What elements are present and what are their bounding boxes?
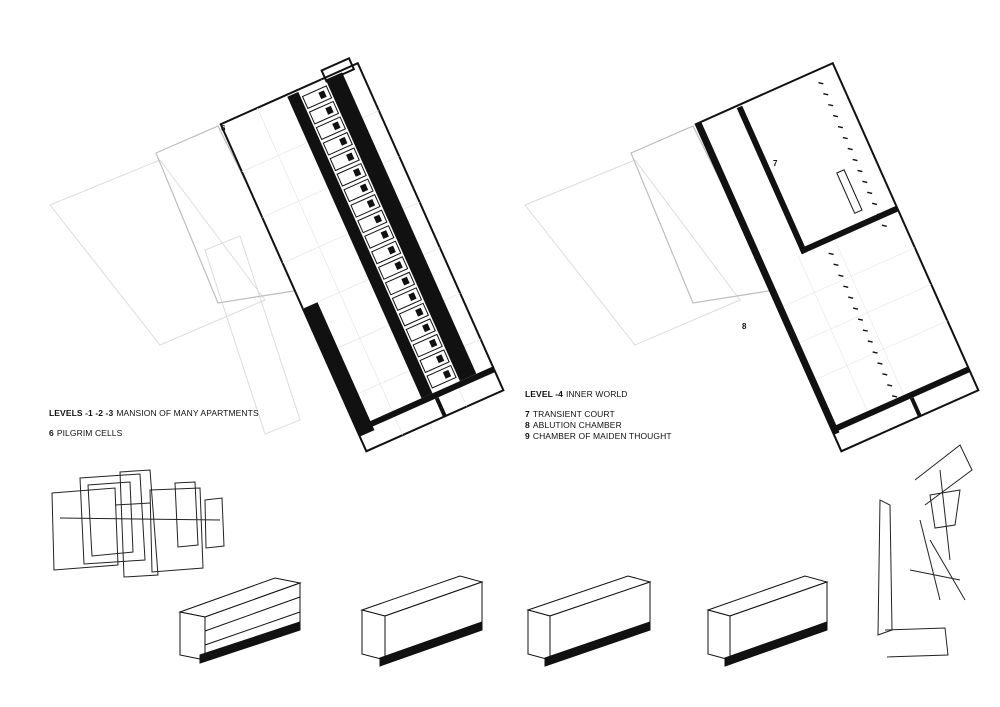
rhythm-mark [828, 103, 834, 107]
legend-item-text: PILGRIM CELLS [56, 428, 123, 438]
cell-bed [352, 167, 362, 177]
axonometric-block-3 [526, 575, 652, 667]
legend-title-text: MANSION OF MANY APARTMENTS [116, 408, 259, 418]
legend-title-code: LEVELS -1 -2 -3 [49, 408, 114, 418]
rhythm-mark [857, 318, 864, 321]
rhythm-mark [843, 285, 849, 288]
pilgrim-cells [301, 85, 457, 389]
cell-bed [415, 307, 424, 317]
cell-bed [332, 121, 341, 131]
cell-bed [380, 230, 389, 239]
cell-bed [435, 354, 445, 364]
rhythm-mark [818, 82, 824, 85]
cell-bed [359, 183, 369, 193]
cell-bed [387, 245, 396, 255]
rhythm-mark [837, 125, 844, 129]
plan-level-4: 7 8 [524, 61, 980, 453]
legend-item-code: 6 [49, 428, 54, 438]
rhythm-mark [848, 296, 854, 299]
rhythm-mark [877, 362, 883, 365]
axonometric-block-2 [360, 575, 484, 667]
cell-bed [408, 292, 417, 302]
rhythm-mark [852, 158, 858, 162]
rhythm-mark [852, 307, 859, 310]
rhythm-mark [867, 191, 873, 195]
axonometric-block-1 [178, 577, 302, 664]
rhythm-mark [838, 274, 844, 277]
cell-bed [318, 90, 327, 100]
axonometric-block-4 [706, 575, 829, 667]
cell-bed [442, 369, 452, 379]
legend-item-code: 9 [525, 431, 530, 441]
cell-bed [394, 261, 403, 270]
marker-6: 6 [221, 124, 226, 133]
rhythm-mark [833, 263, 839, 267]
rhythm-mark [892, 395, 898, 398]
rhythm-mark [872, 351, 878, 354]
concept-sketch-right [877, 444, 973, 658]
rhythm-mark [862, 329, 868, 332]
legend-item-code: 8 [525, 420, 530, 430]
rhythm-mark [842, 136, 848, 140]
rhythm-mark [857, 169, 863, 173]
cell-bed [429, 338, 438, 348]
rhythm-mark [828, 252, 834, 256]
marker-7: 7 [773, 159, 778, 168]
rhythm-mark [847, 147, 853, 151]
concept-sketch-left [51, 469, 225, 578]
legend-item-text: CHAMBER OF MAIDEN THOUGHT [532, 431, 672, 441]
rhythm-mark [887, 384, 893, 387]
legend-title-code: LEVEL -4 [525, 389, 563, 399]
cell-bed [325, 105, 334, 115]
rhythm-mark [862, 180, 868, 184]
cell-bed [401, 276, 410, 286]
rhythm-mark [867, 340, 873, 343]
cell-bed [373, 214, 383, 224]
plan-body-left [219, 57, 505, 453]
cell-bed [339, 136, 348, 146]
marker-8: 8 [742, 322, 747, 331]
legend-item-code: 7 [525, 409, 530, 419]
rhythm-mark [881, 224, 887, 228]
cell-bed [422, 323, 431, 333]
rhythm-mark [832, 114, 839, 118]
plan-body-right [694, 61, 980, 453]
rhythm-mark [823, 92, 829, 96]
legend-item-text: ABLUTION CHAMBER [532, 420, 622, 430]
cell-bed [346, 152, 355, 162]
rhythm-mark [882, 373, 888, 376]
cell-bed [366, 199, 376, 208]
legend-item-text: TRANSIENT COURT [532, 409, 615, 419]
rhythm-mark [876, 213, 883, 217]
plan-levels-1-2-3: 6 [49, 57, 505, 453]
rhythm-mark [871, 202, 878, 206]
legend-title-text: INNER WORLD [565, 389, 628, 399]
column-rhythm-marks [818, 82, 898, 398]
